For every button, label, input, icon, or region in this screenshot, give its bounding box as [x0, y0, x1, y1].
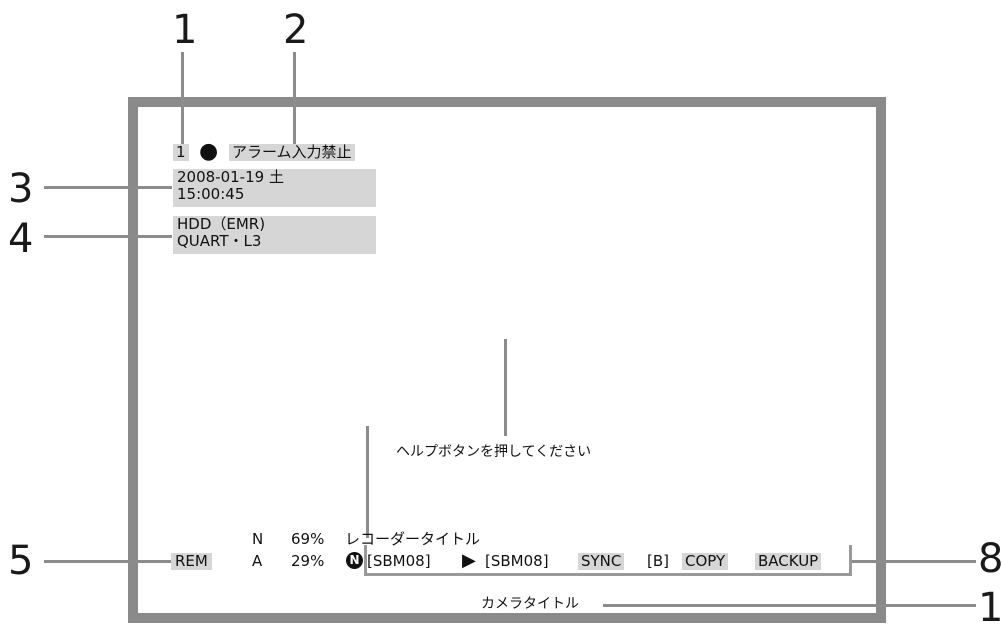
time-text: 15:00:45: [177, 185, 245, 203]
callout-5: 5: [8, 538, 34, 584]
leader-line-5: [44, 560, 172, 563]
leader-line-1-bottom: [603, 604, 976, 607]
leader-line-8: [852, 560, 976, 563]
b-mode: [B]: [647, 552, 669, 570]
sbm-record: [SBM08]: [367, 552, 431, 570]
callout-1-top: 1: [172, 7, 198, 53]
callout-1-bottom: 1: [978, 585, 1002, 631]
row-n-label: N: [252, 530, 264, 548]
rem-badge: REM: [171, 553, 212, 570]
leader-line-7: [504, 339, 507, 436]
leader-line-3: [44, 186, 172, 189]
callout-4: 4: [8, 216, 34, 262]
copy-badge: COPY: [682, 553, 729, 570]
n-badge-letter: N: [349, 553, 360, 567]
leader-line-1-top: [181, 52, 184, 144]
sbm-play: [SBM08]: [485, 552, 549, 570]
row-a-label: A: [252, 552, 263, 570]
help-message: ヘルプボタンを押してください: [396, 444, 592, 460]
display-mode: QUART・L3: [177, 232, 262, 250]
leader-line-6: [366, 426, 369, 538]
record-indicator-icon: ●: [199, 139, 219, 164]
callout-8: 8: [978, 536, 1002, 582]
hdd-mode: HDD（EMR): [177, 215, 266, 233]
n-badge-icon: N: [346, 552, 363, 569]
row-a-percent: 29%: [291, 552, 325, 570]
hdd-block: HDD（EMR) QUART・L3: [173, 216, 376, 254]
camera-title: カメラタイトル: [481, 596, 579, 612]
camera-number: 1: [173, 144, 189, 161]
leader-line-2: [293, 52, 296, 144]
callout-2: 2: [283, 7, 309, 53]
sync-badge: SYNC: [578, 553, 625, 570]
alarm-status: アラーム入力禁止: [229, 144, 355, 161]
leader-line-4: [44, 235, 172, 238]
status-bracket: [364, 545, 852, 576]
backup-badge: BACKUP: [755, 553, 822, 570]
datetime-block: 2008-01-19 土 15:00:45: [173, 169, 376, 207]
row-n-percent: 69%: [291, 530, 325, 548]
play-icon: ▶: [462, 550, 476, 571]
recorder-title: レコーダータイトル: [345, 530, 481, 548]
date-text: 2008-01-19 土: [177, 168, 284, 186]
callout-3: 3: [8, 166, 34, 212]
